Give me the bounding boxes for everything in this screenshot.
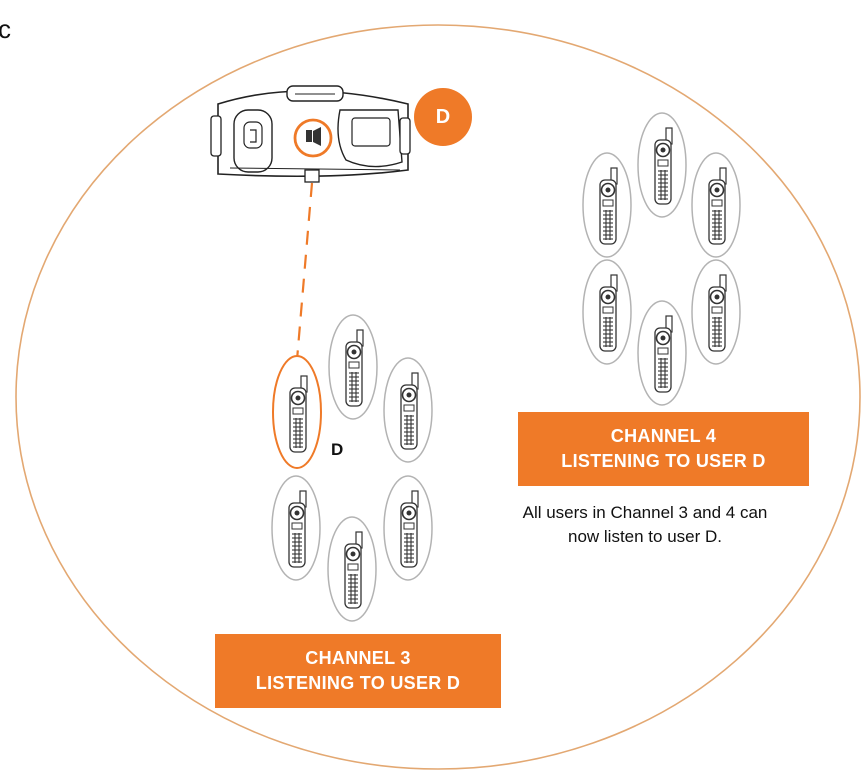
channel4-banner: CHANNEL 4 LISTENING TO USER D: [518, 412, 809, 486]
channel4-banner-line2: LISTENING TO USER D: [561, 451, 766, 471]
note-text: All users in Channel 3 and 4 can now lis…: [522, 503, 768, 546]
channel4-group: [582, 112, 741, 406]
link-line: [295, 182, 314, 361]
channel3-banner-line2: LISTENING TO USER D: [255, 673, 461, 693]
coverage-circle: [15, 24, 861, 770]
channel3-banner: CHANNEL 3 LISTENING TO USER D: [215, 634, 501, 708]
base-station-device: [210, 85, 411, 183]
channel3-group: [271, 314, 433, 622]
user-d-label: D: [331, 440, 344, 459]
panel-label: c: [0, 14, 11, 44]
channel4-banner-line1: CHANNEL 4: [610, 426, 717, 446]
device-badge: D: [414, 88, 472, 146]
channel3-banner-line1: CHANNEL 3: [305, 648, 411, 668]
